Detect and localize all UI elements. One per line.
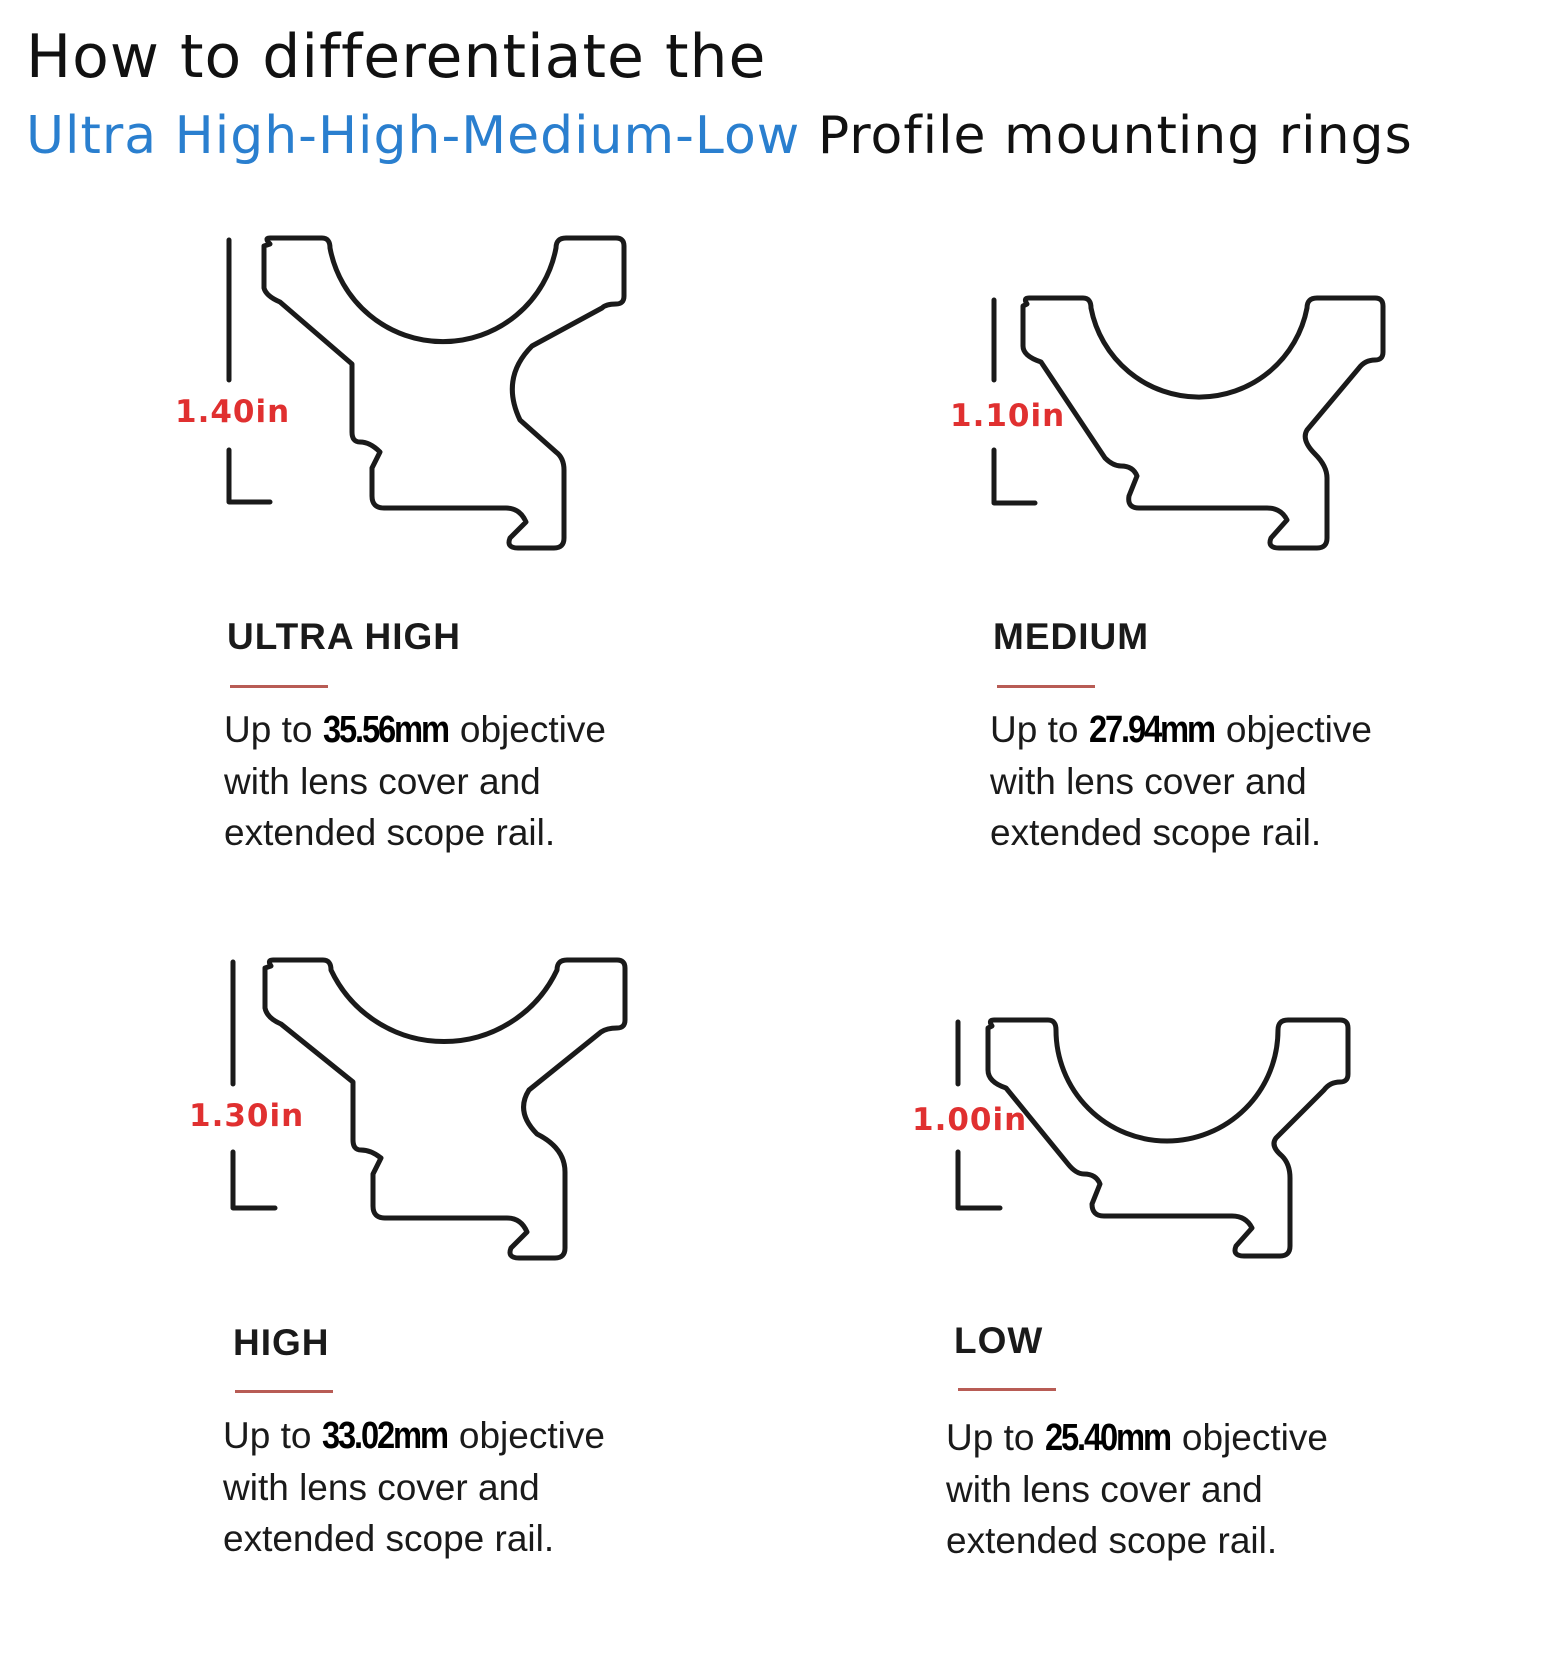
objective-size-low: 25.40mm xyxy=(1044,1417,1172,1459)
desc-line-3: extended scope rail. xyxy=(990,812,1322,853)
ring-outline-ultra-high-icon xyxy=(226,235,627,551)
desc-suffix: objective xyxy=(1225,709,1372,750)
profile-name-medium: MEDIUM xyxy=(993,616,1150,657)
ring-outline-high-icon xyxy=(230,957,628,1261)
profile-name-high: HIGH xyxy=(233,1322,330,1363)
objective-size-medium: 27.94mm xyxy=(1088,709,1216,751)
objective-size-ultra-high: 35.56mm xyxy=(322,709,450,751)
desc-line-2: with lens cover and xyxy=(224,761,541,802)
objective-size-high: 33.02mm xyxy=(321,1415,449,1457)
desc-line-3: extended scope rail. xyxy=(224,812,556,853)
desc-prefix: Up to xyxy=(946,1417,1045,1458)
height-label-ultra-high: 1.40in xyxy=(175,394,291,430)
desc-suffix: objective xyxy=(1181,1417,1328,1458)
profile-name-low: LOW xyxy=(954,1320,1044,1361)
desc-prefix: Up to xyxy=(990,709,1089,750)
desc-line-3: extended scope rail. xyxy=(223,1518,555,1559)
desc-prefix: Up to xyxy=(224,709,323,750)
subtitle-rest: Profile mounting rings xyxy=(800,106,1413,166)
accent-rule-ultra-high xyxy=(230,685,328,688)
accent-rule-medium xyxy=(997,685,1095,688)
accent-rule-high xyxy=(235,1390,333,1393)
page-subtitle: Ultra High-High-Medium-Low Profile mount… xyxy=(26,106,1413,166)
height-label-low: 1.00in xyxy=(912,1102,1028,1138)
desc-prefix: Up to xyxy=(223,1415,322,1456)
page-title: How to differentiate the xyxy=(26,22,767,92)
accent-rule-low xyxy=(958,1388,1056,1391)
desc-line-3: extended scope rail. xyxy=(946,1520,1278,1561)
desc-suffix: objective xyxy=(459,709,606,750)
height-label-high: 1.30in xyxy=(189,1098,305,1134)
profile-name-ultra-high: ULTRA HIGH xyxy=(227,616,462,657)
ring-outline-medium-icon xyxy=(991,295,1386,551)
desc-line-2: with lens cover and xyxy=(946,1469,1263,1510)
desc-line-2: with lens cover and xyxy=(990,761,1307,802)
subtitle-highlight: Ultra High-High-Medium-Low xyxy=(26,106,801,166)
height-label-medium: 1.10in xyxy=(950,398,1066,434)
ring-outline-low-icon xyxy=(955,1017,1351,1259)
desc-suffix: objective xyxy=(458,1415,605,1456)
desc-line-2: with lens cover and xyxy=(223,1467,540,1508)
